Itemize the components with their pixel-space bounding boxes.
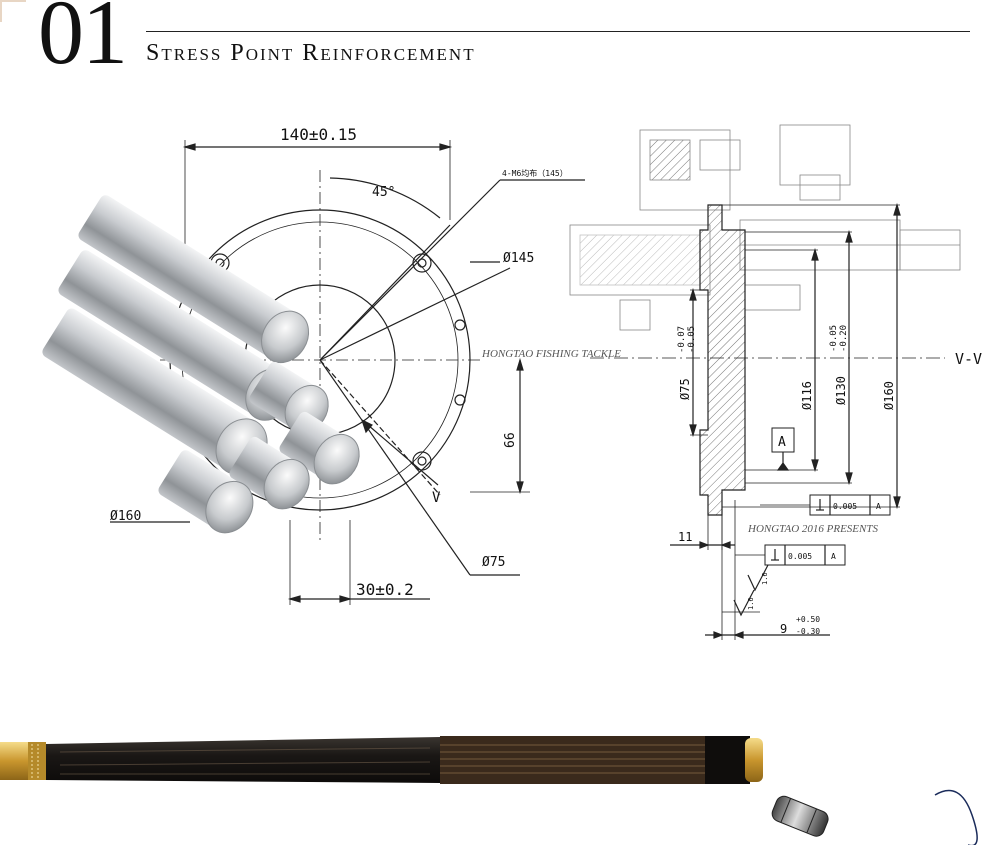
corner-mark xyxy=(0,0,26,22)
dim-dia-160-right: Ø160 xyxy=(882,381,896,410)
dim-dia-130: Ø130 xyxy=(834,376,848,405)
rod-end-cap xyxy=(771,795,829,837)
dim-dia-75-left: Ø75 xyxy=(482,555,505,570)
flange-front-view xyxy=(110,140,585,605)
tol-130-top: -0.05 xyxy=(829,325,839,352)
fishing-rod xyxy=(0,736,763,784)
gdt-2-datum: A xyxy=(831,552,836,561)
tol-75-bottom: -0.05 xyxy=(687,326,697,353)
section-title: Stress Point Reinforcement xyxy=(146,40,476,66)
gdt-2-value: 0.005 xyxy=(788,552,812,561)
tol-130-bottom: -0.20 xyxy=(839,325,849,352)
dim-angle: 45° xyxy=(372,185,395,200)
hole-note: 4-M6均布（145） xyxy=(502,168,568,178)
section-number: 01 xyxy=(38,0,128,83)
dim-11: 11 xyxy=(678,530,692,544)
angle-arc xyxy=(329,177,441,219)
tol-9-top: +0.50 xyxy=(796,615,820,624)
view-mark: V xyxy=(432,490,441,506)
header-rule xyxy=(146,31,970,32)
tol-9-bottom: -0.30 xyxy=(796,627,820,636)
watermark-right: HONGTAO 2016 PRESENTS xyxy=(747,523,878,535)
dim-dia-160-left: Ø160 xyxy=(110,509,141,524)
dim-dia-145: Ø145 xyxy=(503,251,534,266)
watermark-left: HONGTAO FISHING TACKLE xyxy=(481,348,621,360)
datum-label: A xyxy=(778,435,786,450)
dim-dia-75-right: Ø75 xyxy=(678,378,692,400)
section-view-assembly xyxy=(569,124,961,331)
section-view-part xyxy=(590,202,945,640)
dim-dia-116: Ø116 xyxy=(800,381,814,410)
section-header: 01 Stress Point Reinforcement xyxy=(0,0,1000,80)
dim-height-66: 66 xyxy=(503,432,518,448)
dim-9: 9 xyxy=(780,622,787,636)
steel-rod-bundle xyxy=(42,195,360,534)
tol-75-top: -0.07 xyxy=(677,326,687,353)
fishing-line xyxy=(934,789,978,845)
gdt-1-value: 0.005 xyxy=(833,502,857,511)
section-label: V-V xyxy=(955,350,982,368)
roughness-1: 1.6 xyxy=(761,572,769,585)
dim-width: 140±0.15 xyxy=(280,125,357,144)
dim-bottom-30: 30±0.2 xyxy=(356,580,414,599)
roughness-2: 1.6 xyxy=(747,597,755,610)
gdt-1-datum: A xyxy=(876,502,881,511)
